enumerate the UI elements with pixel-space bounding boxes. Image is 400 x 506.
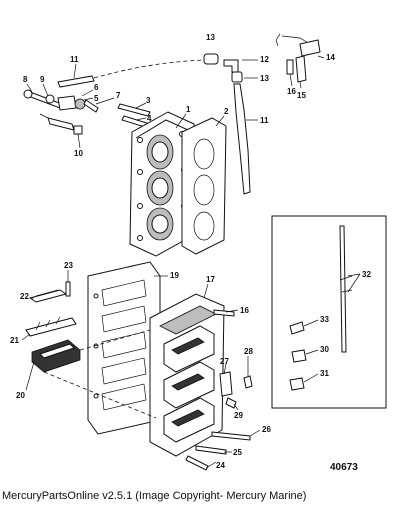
callout-11-upper: 11 [70, 55, 79, 64]
cover-gasket [181, 117, 227, 255]
callout-13-side: 13 [260, 74, 269, 83]
callout-31: 31 [320, 369, 329, 378]
leader-lines [21, 55, 361, 469]
callout-30: 30 [320, 345, 329, 354]
small-hardware-lower [185, 309, 253, 471]
callout-22: 22 [20, 292, 29, 301]
callout-2: 2 [224, 107, 229, 116]
callout-4: 4 [147, 114, 152, 123]
callout-21: 21 [10, 336, 19, 345]
callout-17: 17 [206, 275, 215, 284]
cylinder-block-cover [129, 111, 195, 257]
callout-16-upper: 16 [287, 87, 296, 96]
copyright-footer: MercuryPartsOnline v2.5.1 (Image Copyrig… [2, 490, 307, 502]
callout-27: 27 [220, 357, 229, 366]
reed-block-assembly [149, 293, 225, 457]
callout-labels: 1 2 3 4 5 6 7 8 9 10 11 11 12 13 13 14 1… [10, 33, 371, 473]
callout-26: 26 [262, 425, 271, 434]
callout-20: 20 [16, 391, 25, 400]
callout-13-top: 13 [206, 33, 215, 42]
callout-6: 6 [94, 83, 99, 92]
callout-5: 5 [94, 94, 99, 103]
fuel-hose-assembly [57, 33, 321, 195]
callout-3: 3 [146, 96, 151, 105]
small-hardware-upper [23, 89, 151, 135]
callout-19: 19 [170, 271, 179, 280]
figure-number: 40673 [330, 462, 358, 473]
callout-16-lower: 16 [240, 306, 249, 315]
callout-11-lower: 11 [260, 116, 269, 125]
callout-32: 32 [362, 270, 371, 279]
reed-block-plate [87, 261, 161, 435]
callout-9: 9 [40, 75, 45, 84]
callout-25: 25 [233, 448, 242, 457]
callout-10: 10 [74, 149, 83, 158]
callout-14: 14 [326, 53, 335, 62]
reed-valve-parts [25, 281, 157, 419]
callout-15: 15 [297, 91, 306, 100]
callout-7: 7 [116, 91, 121, 100]
callout-24: 24 [216, 461, 225, 470]
callout-1: 1 [186, 105, 191, 114]
callout-8: 8 [23, 75, 28, 84]
callout-28: 28 [244, 347, 253, 356]
callout-33: 33 [320, 315, 329, 324]
callout-29: 29 [234, 411, 243, 420]
callout-23: 23 [64, 261, 73, 270]
callout-12: 12 [260, 55, 269, 64]
inset-detail-box [271, 215, 387, 409]
